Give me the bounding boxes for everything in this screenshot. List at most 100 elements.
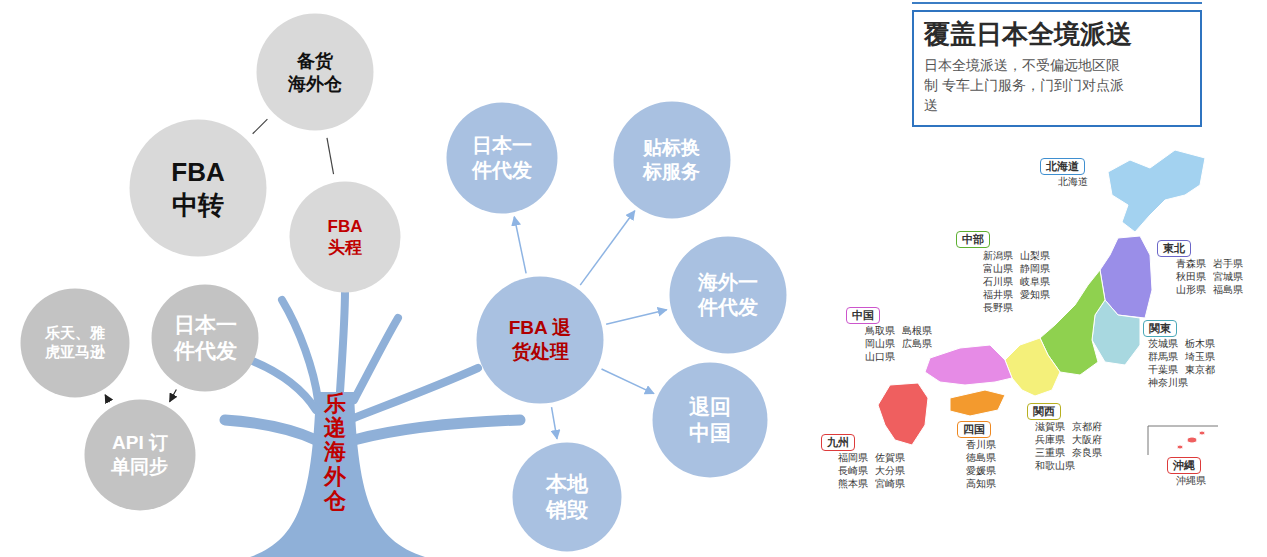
- node-text: 本地 销毁: [544, 471, 590, 524]
- prefecture-label: 滋賀県: [1035, 421, 1065, 433]
- circle-fill: [152, 285, 259, 392]
- circle-shape: [256, 13, 374, 131]
- circle-node: FBA 中转: [129, 119, 267, 257]
- region-name: 関東: [1149, 321, 1171, 336]
- connector: [602, 369, 654, 394]
- prefecture-label: 大分県: [875, 465, 905, 477]
- prefecture-label: 三重県: [1035, 447, 1065, 459]
- prefecture-label: 山梨県: [1020, 250, 1050, 262]
- box-heading: 覆盖日本全境派送: [924, 18, 1190, 52]
- circle-node: API 订 单同步: [84, 399, 196, 511]
- region-tag: 四国: [957, 421, 991, 438]
- connector: [514, 217, 526, 274]
- connector: [327, 138, 334, 174]
- region-tag: 中国: [846, 307, 880, 324]
- prefecture-label: 岐阜県: [1020, 276, 1050, 288]
- region-tag: 九州: [821, 434, 855, 451]
- circle-node: 贴标换 标服务: [613, 101, 731, 219]
- okinawa-island: [1187, 437, 1197, 443]
- prefecture-label: 福井県: [983, 289, 1013, 301]
- circle-node: 海外一 件代发: [669, 236, 787, 354]
- region-tag: 中部: [956, 231, 990, 248]
- circle-node: 日本一 件代发: [446, 102, 558, 214]
- node-text: 日本一 件代发: [470, 133, 534, 183]
- region-name: 東北: [1163, 241, 1185, 256]
- circle-shape: [151, 284, 259, 392]
- prefecture-label: 千葉県: [1148, 364, 1178, 376]
- node-text: 贴标换 标服务: [642, 136, 703, 184]
- kyushu-region: [878, 383, 928, 445]
- kansai-region: [1005, 338, 1060, 396]
- prefecture-label: 沖縄県: [1176, 475, 1206, 487]
- prefecture-label: 静岡県: [1020, 263, 1050, 275]
- connector: [170, 390, 177, 402]
- prefecture-label: 神奈川県: [1148, 377, 1188, 389]
- circle-fill: [21, 289, 130, 398]
- connector: [580, 211, 635, 285]
- prefecture-label: 群馬県: [1148, 351, 1178, 363]
- connector: [253, 119, 268, 134]
- prefecture-label: 新潟県: [983, 250, 1013, 262]
- prefecture-label: 埼玉県: [1185, 351, 1215, 363]
- prefecture-label: 徳島県: [966, 452, 996, 464]
- box-top-rule: [912, 2, 1202, 4]
- shikoku-region: [950, 390, 1005, 416]
- kanto-region: [1092, 300, 1140, 365]
- prefecture-label: 和歌山県: [1035, 460, 1075, 472]
- prefecture-label: 高知県: [966, 478, 996, 490]
- region-tag: 関西: [1027, 403, 1061, 420]
- prefecture-label: 奈良県: [1072, 447, 1102, 459]
- tree-branch: [354, 318, 398, 400]
- tree-branch: [250, 360, 316, 410]
- circle-node: 退回 中国: [652, 362, 768, 478]
- prefecture-label: 愛媛県: [966, 465, 996, 477]
- circle-shape: [476, 276, 604, 404]
- prefecture-label: 山形県: [1176, 284, 1206, 296]
- circle-shape: [129, 119, 267, 257]
- prefecture-label: 石川県: [983, 276, 1013, 288]
- circle-fill: [290, 182, 401, 293]
- circle-shape: [512, 442, 622, 552]
- prefecture-label: 愛知県: [1020, 289, 1050, 301]
- tree-illustration: [225, 290, 520, 557]
- region-name: 中部: [962, 232, 984, 247]
- region-name: 関西: [1033, 404, 1055, 419]
- prefecture-label: 福島県: [1213, 284, 1243, 296]
- prefecture-label: 北海道: [1058, 176, 1088, 188]
- circle-shape: [613, 101, 731, 219]
- circle-fill: [130, 120, 267, 257]
- chugoku-region: [925, 345, 1012, 385]
- region-name: 四国: [963, 422, 985, 437]
- prefecture-label: 広島県: [902, 338, 932, 350]
- circle-fill: [85, 400, 196, 511]
- region-tag: 沖縄: [1167, 457, 1201, 474]
- node-text: FBA 退 货处理: [507, 316, 574, 364]
- circle-fill: [614, 102, 731, 219]
- circle-node: 乐天、雅 虎亚马逊: [20, 288, 130, 398]
- okinawa-island: [1199, 431, 1205, 435]
- node-text: FBA 中转: [164, 156, 232, 221]
- circle-node: 日本一 件代发: [151, 284, 259, 392]
- tree-branch: [354, 420, 520, 440]
- prefecture-label: 栃木県: [1185, 338, 1215, 350]
- node-text: 乐天、雅 虎亚马逊: [43, 324, 108, 362]
- prefecture-label: 香川県: [966, 439, 996, 451]
- info-box: 覆盖日本全境派送日本全境派送，不受偏远地区限制 专车上门服务，门到门对点派送: [912, 10, 1202, 127]
- prefecture-label: 宮崎県: [875, 478, 905, 490]
- prefecture-label: 京都府: [1072, 421, 1102, 433]
- trunk-title: 乐递海外仓: [324, 392, 346, 513]
- prefecture-label: 島根県: [902, 325, 932, 337]
- circle-fill: [257, 14, 374, 131]
- prefecture-label: 青森県: [1176, 258, 1206, 270]
- region-tag: 関東: [1143, 320, 1177, 337]
- prefecture-label: 岡山県: [865, 338, 895, 350]
- circle-node: FBA 退 货处理: [476, 276, 604, 404]
- okinawa-island: [1177, 445, 1183, 449]
- prefecture-label: 茨城県: [1148, 338, 1178, 350]
- circle-node: 备货 海外仓: [256, 13, 374, 131]
- circle-shape: [289, 181, 401, 293]
- connector: [105, 395, 109, 402]
- box-body: 日本全境派送，不受偏远地区限制 专车上门服务，门到门对点派送: [924, 56, 1129, 117]
- node-text: API 订 单同步: [110, 431, 171, 479]
- tree-branch: [282, 300, 318, 400]
